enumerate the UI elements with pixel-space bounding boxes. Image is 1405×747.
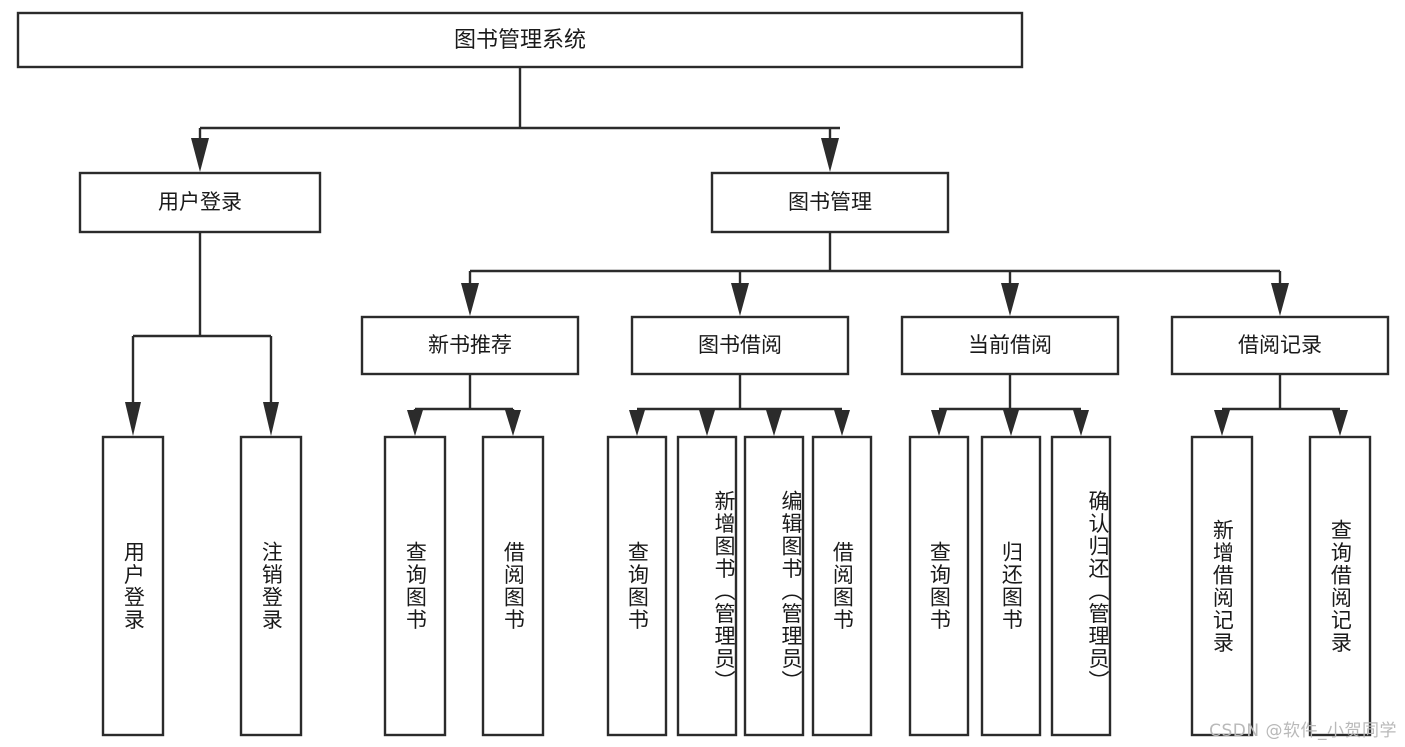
node-book-manage[interactable]: 图书管理 (710, 171, 950, 234)
leaf-query-record-box[interactable] (1308, 435, 1372, 737)
node-root-box[interactable] (16, 11, 1024, 69)
arrow-head-leaf-user-login (125, 402, 141, 436)
node-root[interactable]: 图书管理系统 (16, 11, 1024, 69)
node-user-login[interactable]: 用户登录 (78, 171, 322, 234)
node-borrow-record-box[interactable] (1170, 315, 1390, 376)
connector-group-book-borrow (629, 374, 850, 436)
arrow-head-leaf-borrow-book-2 (834, 410, 850, 436)
node-book-manage-box[interactable] (710, 171, 950, 234)
node-root-label: 图书管理系统 (454, 28, 586, 53)
arrow-head-leaf-confirm-return (1073, 410, 1089, 436)
arrow-head-leaf-return-book (1003, 410, 1019, 436)
leaf-user-login-box[interactable] (101, 435, 165, 737)
node-book-borrow[interactable]: 图书借阅 (630, 315, 850, 376)
arrow-head-leaf-logout (263, 402, 279, 436)
node-user-login-label: 用户登录 (158, 190, 242, 214)
arrow-head-book-manage (821, 138, 839, 172)
arrow-head-leaf-add-record (1214, 410, 1230, 436)
node-book-borrow-box[interactable] (630, 315, 850, 376)
leaf-query-book-1-box[interactable] (383, 435, 447, 737)
leaf-logout-box[interactable] (239, 435, 303, 737)
connector-group-new-book-rec (407, 374, 521, 436)
leaf-borrow-book-1-box[interactable] (481, 435, 545, 737)
node-new-book-rec[interactable]: 新书推荐 (360, 315, 580, 376)
node-new-book-rec-box[interactable] (360, 315, 580, 376)
arrow-head-leaf-query-book-1 (407, 410, 423, 436)
leaf-query-book-3-box[interactable] (908, 435, 970, 737)
arrow-head-current-borrow (1001, 283, 1019, 316)
arrow-head-leaf-add-book (699, 410, 715, 436)
connector-group-user-login (125, 232, 279, 436)
node-book-manage-label: 图书管理 (788, 190, 872, 214)
leaf-return-book-box[interactable] (980, 435, 1042, 737)
node-book-borrow-label: 图书借阅 (698, 333, 782, 357)
arrow-head-leaf-edit-book (766, 410, 782, 436)
arrow-head-borrow-record (1271, 283, 1289, 316)
leaf-box-group (101, 435, 1372, 737)
node-current-borrow-box[interactable] (900, 315, 1120, 376)
arrow-head-new-book-rec (461, 283, 479, 316)
node-new-book-rec-label: 新书推荐 (428, 333, 512, 357)
connector-group-borrow-record (1214, 374, 1348, 436)
csdn-watermark: CSDN @软件_小贺同学 (1209, 721, 1397, 741)
node-current-borrow-label: 当前借阅 (968, 333, 1052, 357)
arrow-head-leaf-query-record (1332, 410, 1348, 436)
arrow-head-leaf-borrow-book-1 (505, 410, 521, 436)
leaf-confirm-return-box[interactable] (1050, 435, 1112, 737)
node-borrow-record-label: 借阅记录 (1238, 333, 1322, 357)
leaf-edit-book-box[interactable] (743, 435, 805, 737)
connector-group-root (191, 67, 840, 172)
arrow-head-leaf-query-book-3 (931, 410, 947, 436)
arrow-head-book-borrow (731, 283, 749, 316)
connector-group-current-borrow (931, 374, 1089, 436)
connector-group-book-manage (461, 232, 1289, 316)
node-borrow-record[interactable]: 借阅记录 (1170, 315, 1390, 376)
arrow-head-user-login (191, 138, 209, 172)
leaf-add-record-box[interactable] (1190, 435, 1254, 737)
leaf-add-book-box[interactable] (676, 435, 738, 737)
leaf-query-book-2-box[interactable] (606, 435, 668, 737)
leaf-borrow-book-2-box[interactable] (811, 435, 873, 737)
node-current-borrow[interactable]: 当前借阅 (900, 315, 1120, 376)
arrow-head-leaf-query-book-2 (629, 410, 645, 436)
node-user-login-box[interactable] (78, 171, 322, 234)
